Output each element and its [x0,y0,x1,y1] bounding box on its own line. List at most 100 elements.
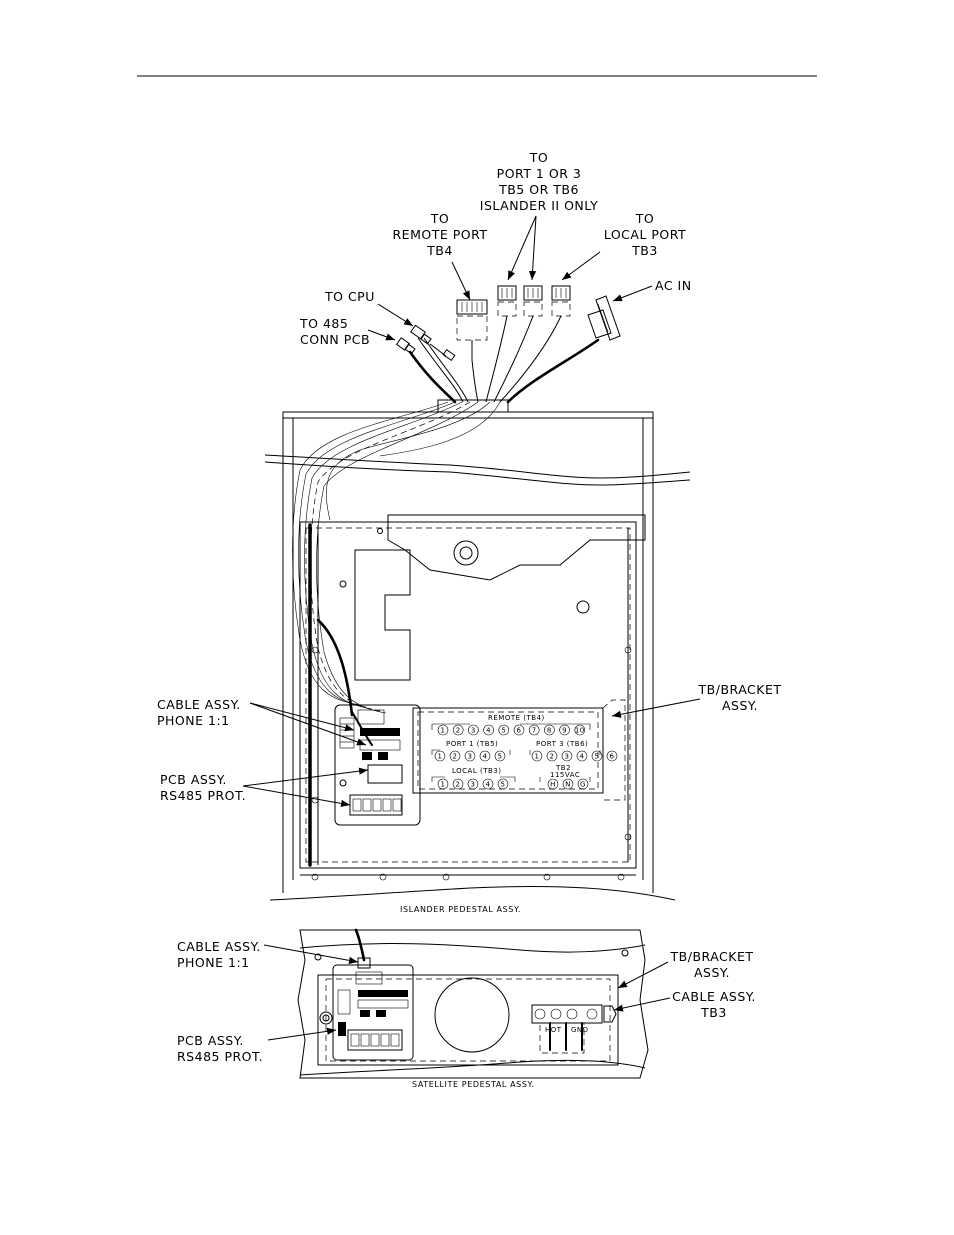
terminal-tb2_terms-2 [577,778,589,790]
terminal-label-remote_terms-3: 4 [486,727,491,735]
terminal-remote_terms-8 [559,724,570,736]
terminal-label-remote_terms-0: 1 [441,727,446,735]
label-to-local-line3: TB3 [631,243,658,258]
satellite-pcb-assy-line1: PCB ASSY. [177,1033,244,1048]
terminal-remote_terms-2 [468,724,479,736]
label-to-remote-line2: REMOTE PORT [392,227,487,242]
board-tb2-line2: 115VAC [550,771,580,779]
satellite-cable-tb3-line1: CABLE ASSY. [672,989,756,1004]
terminal-label-port3_terms-1: 2 [550,753,555,761]
terminal-port1_terms-2 [464,750,476,762]
satellite-cable-assy-label: CABLE ASSY. PHONE 1:1 [177,939,261,970]
board-tb2-line1: TB2 [555,764,571,772]
islander-cable-assy-label: CABLE ASSY. PHONE 1:1 [157,697,241,728]
islander-cable-assy-line1: CABLE ASSY. [157,697,241,712]
islander-pcb-assy-line2: RS485 PROT. [160,788,246,803]
terminal-label-tb2_terms-1: N [565,781,571,789]
terminal-tb2_terms-1 [562,778,574,790]
terminal-label-tb2_terms-2: G [580,781,586,789]
terminal-local_terms-2 [467,778,479,790]
label-to-485-line2: CONN PCB [300,332,370,347]
terminal-port3_terms-1 [546,750,558,762]
label-to-port-line2: PORT 1 OR 3 [497,166,582,181]
satellite-cable-assy-line1: CABLE ASSY. [177,939,261,954]
terminal-label-remote_terms-5: 6 [517,727,522,735]
top-leaders [367,215,653,341]
terminal-remote_terms-1 [452,724,464,736]
satellite-tb-bracket-line1: TB/BRACKET [670,949,754,964]
islander-tb-bracket-line2: ASSY. [722,698,758,713]
terminal-label-port1_terms-4: 5 [498,753,503,761]
terminal-label-remote_terms-4: 5 [501,727,506,735]
terminal-local_terms-0 [437,778,449,790]
terminal-label-port1_terms-2: 3 [468,753,473,761]
satellite-pcb-assembly [332,964,414,1061]
satellite-tb-bracket-line2: ASSY. [694,965,730,980]
board-port3-label: PORT 3 (TB6) [536,740,588,748]
connector-port-1 [497,285,517,317]
terminal-remote_terms-4 [498,724,510,736]
terminal-label-local_terms-1: 2 [456,781,461,789]
terminal-port3_terms-4 [591,750,603,762]
terminal-label-remote_terms-7: 8 [547,727,552,735]
cable-bundle-top [408,315,600,404]
satellite-pcb-assy-label: PCB ASSY. RS485 PROT. [177,1033,263,1064]
terminal-tb2_terms-0 [547,778,559,790]
islander-pcb-assy-label: PCB ASSY. RS485 PROT. [160,772,246,803]
terminal-remote_terms-3 [483,724,494,736]
terminal-remote_terms-9 [574,724,586,736]
terminal-remote_terms-5 [513,724,525,736]
islander-tb-board: REMOTE (TB4) PORT 1 (TB5) PORT 3 (TB6) L… [412,699,626,801]
connector-ac-in [587,295,621,341]
satellite-cable-assy-line2: PHONE 1:1 [177,955,250,970]
terminal-remote_terms-0 [437,724,449,736]
terminal-remote_terms-7 [544,724,555,736]
terminal-port3_terms-2 [561,750,573,762]
label-to-remote-line1: TO [430,211,449,226]
label-to-local-line1: TO [635,211,654,226]
islander-caption: ISLANDER PEDESTAL ASSY. [400,905,521,914]
port1-terminal-row: 1 2 3 4 5 [434,750,506,762]
label-to-local-line2: LOCAL PORT [604,227,686,242]
islander-pedestal [264,399,691,901]
label-ac-in: AC IN [655,278,692,293]
islander-tb-bracket-line1: TB/BRACKET [698,682,782,697]
satellite-tb3-block: HOT GND [531,1004,617,1054]
terminal-label-tb2_terms-0: H [550,781,556,789]
terminal-label-remote_terms-2: 3 [471,727,476,735]
terminal-label-remote_terms-6: 7 [532,727,537,735]
terminal-remote_terms-6 [528,724,540,736]
connector-cpu [410,324,456,362]
board-remote-label: REMOTE (TB4) [488,714,545,722]
terminal-label-port1_terms-3: 4 [483,753,488,761]
connector-port-3 [523,285,543,317]
label-to-port: TO PORT 1 OR 3 TB5 OR TB6 ISLANDER II ON… [480,150,598,213]
terminal-label-port3_terms-4: 5 [595,753,600,761]
board-local-label: LOCAL (TB3) [452,767,501,775]
terminal-label-port1_terms-0: 1 [438,753,443,761]
islander-tb-bracket-label: TB/BRACKET ASSY. [698,682,782,713]
terminal-port1_terms-3 [479,750,491,762]
satellite-pcb-assy-line2: RS485 PROT. [177,1049,263,1064]
label-to-local: TO LOCAL PORT TB3 [604,211,686,258]
islander-cable-assy-line2: PHONE 1:1 [157,713,230,728]
label-to-cpu: TO CPU [324,289,375,304]
terminal-label-port3_terms-5: 6 [610,753,615,761]
terminal-label-port1_terms-1: 2 [453,753,458,761]
label-to-port-line4: ISLANDER II ONLY [480,198,598,213]
label-to-485: TO 485 CONN PCB [299,316,370,347]
terminal-port3_terms-5 [606,750,618,762]
terminal-port1_terms-1 [449,750,461,762]
connector-local-tb3 [551,285,571,317]
satellite-cable-tb3-line2: TB3 [700,1005,727,1020]
label-to-port-line1: TO [529,150,548,165]
terminal-label-remote_terms-8: 9 [562,727,567,735]
terminal-label-port3_terms-2: 3 [565,753,570,761]
terminal-label-remote_terms-9: 10 [575,727,585,735]
terminal-label-local_terms-2: 3 [471,781,476,789]
